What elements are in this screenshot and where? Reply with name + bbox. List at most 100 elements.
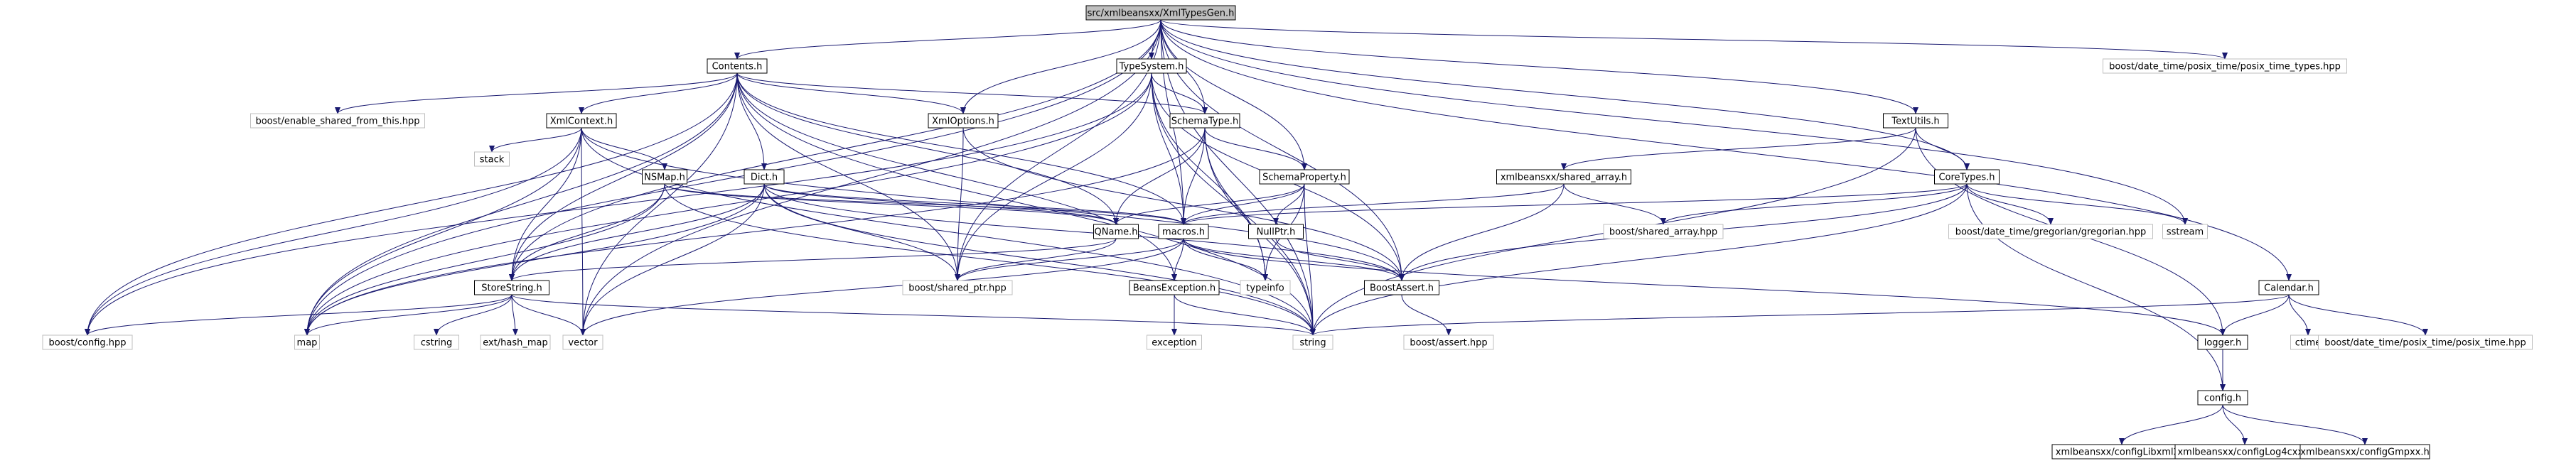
node-cfg-gmpxx[interactable]: xmlbeansxx/configGmpxx.h bbox=[2299, 444, 2430, 459]
node-label: QName.h bbox=[1095, 227, 1138, 238]
node-box bbox=[1147, 334, 1202, 350]
node-textutils[interactable]: TextUtils.h bbox=[1883, 113, 1948, 129]
node-coretypes[interactable]: CoreTypes.h bbox=[1934, 169, 2000, 185]
node-contents[interactable]: Contents.h bbox=[707, 58, 768, 74]
node-nsmap[interactable]: NSMap.h bbox=[642, 169, 687, 185]
edge-coretypes-to-string bbox=[1310, 183, 1968, 336]
node-box bbox=[414, 334, 459, 350]
node-label: ctime bbox=[2295, 338, 2322, 349]
edge-contents-to-vector bbox=[580, 72, 738, 336]
edge-schematype-to-schemaproperty bbox=[1204, 127, 1307, 170]
node-sstream: sstream bbox=[2162, 224, 2208, 239]
node-schematype[interactable]: SchemaType.h bbox=[1169, 113, 1240, 129]
node-box bbox=[744, 169, 785, 185]
node-schemaproperty[interactable]: SchemaProperty.h bbox=[1259, 169, 1350, 185]
node-label: vector bbox=[568, 338, 598, 349]
node-label: BeansException.h bbox=[1133, 283, 1215, 294]
node-xmloptions[interactable]: XmlOptions.h bbox=[928, 113, 999, 129]
node-exception: exception bbox=[1147, 334, 1202, 350]
edge-typesystem-to-map bbox=[304, 72, 1152, 336]
node-box bbox=[1259, 169, 1350, 185]
node-logger[interactable]: logger.h bbox=[2197, 334, 2248, 350]
node-root[interactable]: src/xmlbeansxx/XmlTypesGen.h bbox=[1085, 5, 1236, 21]
node-box bbox=[1364, 280, 1439, 295]
edge-schemaproperty-to-macros bbox=[1181, 183, 1305, 225]
node-xmlcontext[interactable]: XmlContext.h bbox=[546, 113, 617, 129]
edge-typesystem-to-macros bbox=[1151, 72, 1186, 225]
edge-dict-to-storestring bbox=[509, 183, 765, 281]
node-label: SchemaType.h bbox=[1171, 116, 1239, 127]
node-typesystem[interactable]: TypeSystem.h bbox=[1116, 58, 1187, 74]
edge-typesystem-to-schematype bbox=[1151, 72, 1208, 114]
edge-contents-to-enable_shared bbox=[335, 72, 738, 114]
node-storestring[interactable]: StoreString.h bbox=[474, 280, 549, 295]
edge-root-to-map bbox=[304, 19, 1161, 336]
node-box bbox=[1169, 113, 1240, 129]
node-beansexception[interactable]: BeansException.h bbox=[1129, 280, 1220, 295]
node-cfg-log4cxx[interactable]: xmlbeansxx/configLog4cxx.h bbox=[2174, 444, 2315, 459]
edge-xmloptions-to-shared_ptr bbox=[955, 127, 964, 281]
node-label: BoostAssert.h bbox=[1370, 283, 1434, 294]
node-nullptr[interactable]: NullPtr.h bbox=[1248, 224, 1304, 239]
node-box bbox=[1934, 169, 2000, 185]
node-label: SchemaProperty.h bbox=[1262, 173, 1346, 183]
edge-storestring-to-hash_map bbox=[511, 294, 518, 336]
edge-macros-to-boostassert_h bbox=[1183, 238, 1405, 281]
edge-typesystem-to-config_hpp bbox=[85, 72, 1152, 336]
node-dict[interactable]: Dict.h bbox=[744, 169, 785, 185]
edge-dict-to-macros bbox=[763, 183, 1186, 225]
edge-macros-to-beansexception bbox=[1171, 238, 1184, 281]
node-label: Calendar.h bbox=[2264, 283, 2314, 294]
edge-contents-to-string bbox=[736, 72, 1316, 336]
node-box bbox=[546, 113, 617, 129]
node-label: Contents.h bbox=[712, 62, 763, 72]
edge-xmloptions-to-boostassert_h bbox=[962, 127, 1405, 281]
edge-coretypes-to-sstream bbox=[1966, 183, 2188, 225]
node-qname[interactable]: QName.h bbox=[1093, 224, 1139, 239]
node-shared-array-h[interactable]: xmlbeansxx/shared_array.h bbox=[1496, 169, 1631, 185]
edge-root-to-coretypes bbox=[1160, 19, 1970, 170]
edge-contents-to-beansexception bbox=[736, 72, 1177, 281]
node-box bbox=[902, 280, 1013, 295]
node-box bbox=[1240, 280, 1291, 295]
node-box bbox=[1248, 224, 1304, 239]
node-label: typeinfo bbox=[1246, 283, 1284, 294]
node-shared-array-hpp: boost/shared_array.hpp bbox=[1603, 224, 1724, 239]
node-calendar[interactable]: Calendar.h bbox=[2258, 280, 2319, 295]
node-box bbox=[474, 151, 510, 167]
edge-macros-to-typeinfo bbox=[1183, 238, 1268, 281]
node-label: sstream bbox=[2167, 227, 2204, 238]
edge-storestring-to-config_hpp bbox=[85, 294, 512, 336]
node-boostassert-h[interactable]: BoostAssert.h bbox=[1364, 280, 1439, 295]
edge-contents-to-xmlcontext bbox=[579, 72, 738, 114]
node-cfg-libxml2[interactable]: xmlbeansxx/configLibxml2.h bbox=[2051, 444, 2192, 459]
edge-contents-to-schematype bbox=[736, 72, 1208, 114]
edge-schematype-to-macros bbox=[1181, 127, 1206, 225]
node-assert-hpp: boost/assert.hpp bbox=[1403, 334, 1494, 350]
edge-schematype-to-map bbox=[304, 127, 1206, 336]
edge-nullptr-to-boostassert_h bbox=[1275, 238, 1405, 281]
edge-nsmap-to-map bbox=[304, 183, 665, 336]
edge-coretypes-to-macros bbox=[1181, 183, 1968, 225]
node-box bbox=[1085, 5, 1236, 21]
node-box bbox=[2197, 390, 2248, 406]
node-box bbox=[1292, 334, 1333, 350]
edge-xmlcontext-to-map bbox=[304, 127, 582, 336]
node-box bbox=[1093, 224, 1139, 239]
node-label: TextUtils.h bbox=[1891, 116, 1939, 127]
node-label: config.h bbox=[2204, 393, 2241, 404]
node-vector: vector bbox=[562, 334, 603, 350]
node-label: boost/shared_array.hpp bbox=[1609, 227, 1717, 238]
node-label: xmlbeansxx/configLibxml2.h bbox=[2056, 447, 2188, 458]
node-config-h[interactable]: config.h bbox=[2197, 390, 2248, 406]
node-box bbox=[480, 334, 551, 350]
node-label: cstring bbox=[421, 338, 452, 349]
edge-xmlcontext-to-storestring bbox=[509, 127, 582, 281]
node-label: xmlbeansxx/configLog4cxx.h bbox=[2177, 447, 2312, 458]
node-box bbox=[928, 113, 999, 129]
edge-coretypes-to-gregorian bbox=[1966, 183, 2054, 225]
node-macros[interactable]: macros.h bbox=[1158, 224, 1209, 239]
edge-storestring-to-cstring bbox=[434, 294, 512, 336]
edge-contents-to-config_hpp bbox=[85, 72, 738, 336]
edge-dict-to-vector bbox=[580, 183, 765, 336]
